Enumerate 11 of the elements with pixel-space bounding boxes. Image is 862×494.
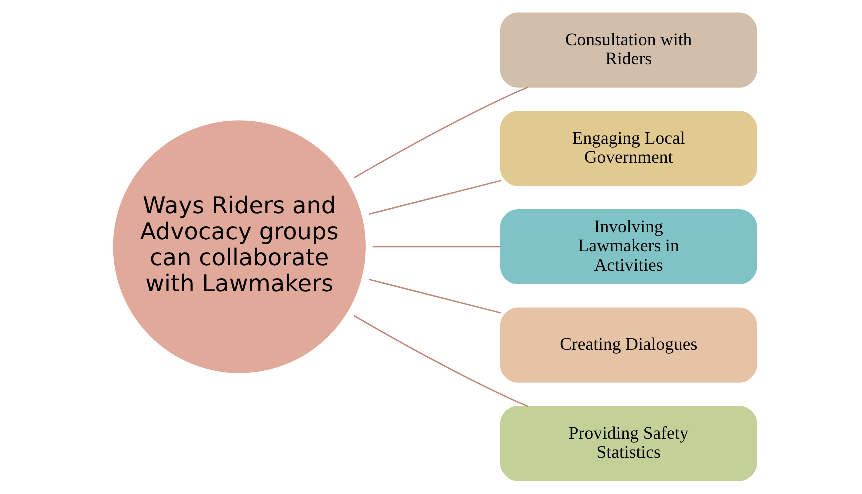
connector [368, 180, 501, 216]
node-box: Consultation with Riders [500, 12, 757, 88]
connector [354, 86, 528, 179]
node-box: Engaging Local Government [500, 111, 757, 186]
node-box: Creating Dialogues [500, 308, 757, 383]
node-circle: Ways Riders and Advocacy groups can collaborate with Lawmakers [110, 118, 368, 376]
connector [372, 246, 500, 248]
connector [354, 315, 528, 408]
connector [368, 278, 501, 314]
node-box: Providing Safety Statistics [500, 406, 757, 482]
node-box: Involving Lawmakers in Activities [500, 209, 757, 285]
